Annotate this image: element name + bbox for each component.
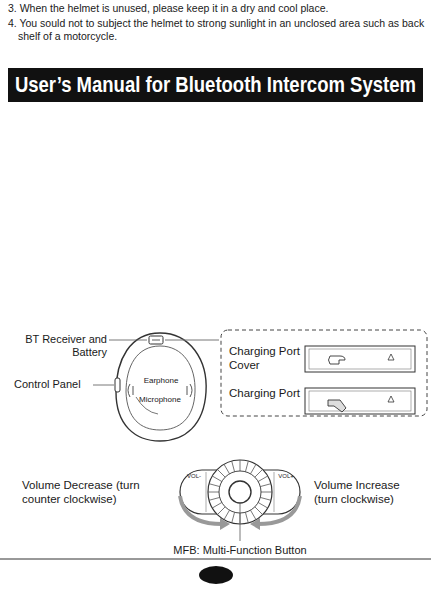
control-panel	[115, 378, 120, 392]
port-mark	[388, 354, 394, 360]
knob-tooth	[260, 497, 271, 500]
port-icon	[305, 388, 415, 414]
earphone-right	[187, 384, 192, 397]
helmet-shell	[116, 333, 206, 441]
note-text: 4. You sould not to subject the helmet t…	[8, 17, 428, 42]
helmet-liner	[126, 346, 195, 430]
knob-tooth	[208, 492, 219, 493]
port-inner	[309, 391, 411, 411]
port-plug	[328, 400, 346, 412]
port-mark	[388, 396, 394, 402]
function-label: Volume Decrease (turn counter clockwise)	[22, 479, 172, 507]
function-label: MFB: Multi-Function Button	[130, 544, 350, 557]
knob-tooth	[232, 461, 235, 472]
part-label: Charging Port Cover	[229, 345, 301, 373]
footer-rule	[0, 559, 431, 560]
bt-receiver	[149, 336, 163, 344]
leader-line	[93, 385, 114, 386]
knob-tooth	[251, 510, 257, 520]
part-label: BT Receiver and Battery	[4, 333, 107, 359]
knob-tooth	[224, 464, 230, 474]
port-cover-flap	[329, 356, 346, 364]
arrow-head	[220, 518, 230, 530]
knob-tooth	[209, 497, 220, 500]
knob-tooth	[232, 512, 235, 523]
knob-tooth	[240, 460, 241, 471]
multi-function-button	[229, 481, 251, 503]
knob-tooth	[245, 512, 248, 523]
knob-tooth	[209, 484, 220, 487]
knob-tooth	[212, 476, 222, 482]
knob-tooth	[217, 507, 225, 515]
knob-tooth	[261, 492, 272, 493]
rotation-arrow	[180, 496, 222, 524]
page-number-oval	[199, 566, 233, 584]
leader-line	[109, 340, 147, 341]
part-label: Microphone	[136, 395, 184, 405]
receiver-mark	[152, 340, 160, 341]
knob-tooth	[217, 469, 225, 477]
wing-divider	[206, 472, 207, 512]
leader-line	[240, 503, 241, 541]
knob-marking: VOL-	[184, 473, 204, 480]
wing-divider	[274, 472, 275, 512]
knob-tooth	[251, 464, 257, 474]
note-text: 3. When the helmet is unused, please kee…	[8, 2, 428, 15]
title-banner: User’s Manual for Bluetooth Intercom Sys…	[8, 68, 423, 102]
detail-frame	[221, 330, 427, 416]
knob-tooth	[258, 476, 268, 482]
rotation-arrow	[258, 496, 300, 524]
arrow-head	[250, 518, 260, 530]
earphone-left	[128, 384, 133, 397]
part-label: Control Panel	[14, 378, 94, 391]
leader-line	[165, 340, 219, 341]
knob-tooth	[258, 503, 268, 509]
port-cover-icon	[305, 346, 415, 372]
knob-marking: VOL+	[276, 473, 296, 480]
knob-tooth	[255, 507, 263, 515]
knob-tooth	[255, 469, 263, 477]
knob-tooth	[245, 461, 248, 472]
function-label: Volume Increase (turn clockwise)	[314, 479, 426, 507]
part-label: Charging Port	[229, 387, 301, 401]
banner-title: User’s Manual for Bluetooth Intercom Sys…	[15, 72, 416, 98]
part-label: Earphone	[141, 376, 181, 386]
knob-tooth	[260, 484, 271, 487]
knob-tooth	[224, 510, 230, 520]
knob-tooth	[212, 503, 222, 509]
port-cover-inner	[309, 349, 411, 369]
